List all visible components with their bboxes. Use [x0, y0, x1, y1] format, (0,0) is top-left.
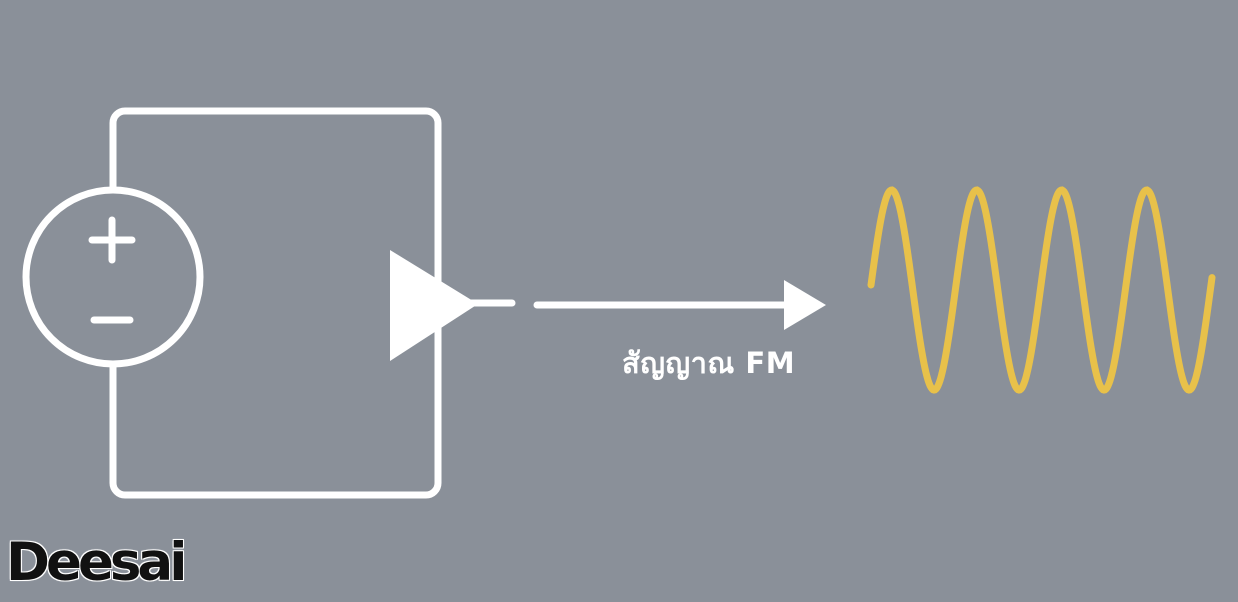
arrow-right-icon — [533, 280, 826, 330]
sine-wave-icon — [867, 186, 1216, 394]
deesai-logo: Deesai — [6, 532, 187, 593]
antenna-icon — [390, 250, 516, 361]
fm-signal-label: สัญญาณ FM — [622, 346, 796, 380]
voltage-source-icon — [22, 186, 204, 368]
